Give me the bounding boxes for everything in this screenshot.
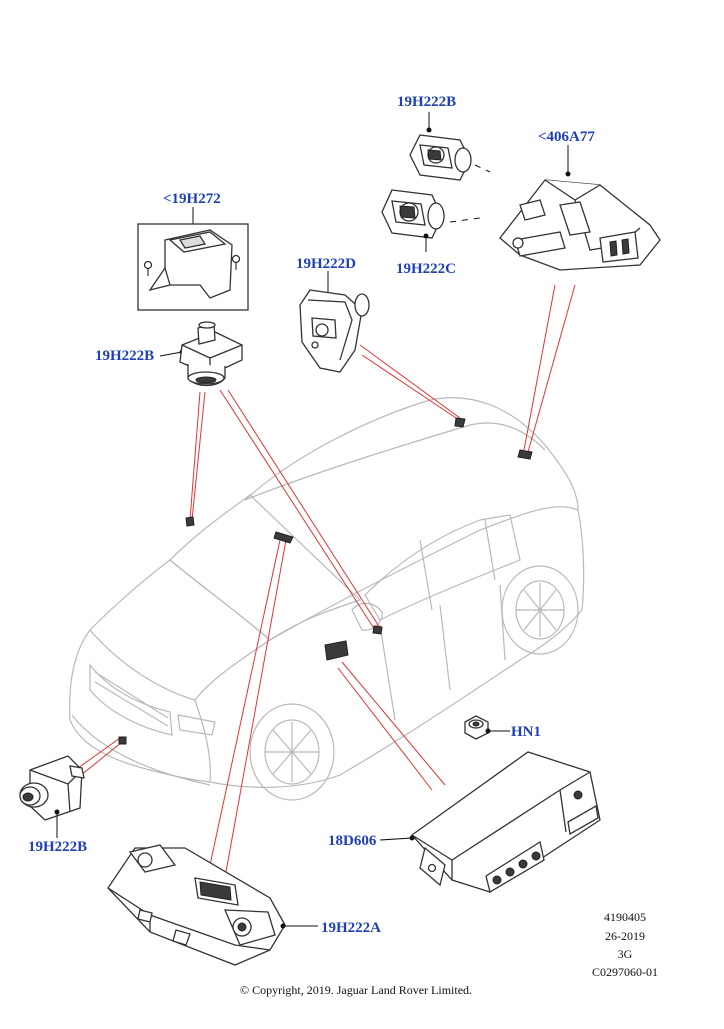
nut-part — [464, 715, 510, 740]
mirror-camera-part — [159, 321, 243, 387]
location-marker-fender — [324, 640, 349, 661]
drawing-code: C0297060-01 — [592, 965, 658, 979]
location-marker-door — [372, 625, 383, 635]
callout-tailgate-bracket: <406A77 — [538, 129, 595, 145]
illustration-number: 4190405 — [604, 910, 646, 924]
location-marker-windscreen — [273, 531, 294, 544]
location-marker-bumper — [118, 736, 127, 745]
top-camera-part — [409, 112, 491, 181]
vehicle-outline — [69, 397, 585, 801]
copyright-notice: © Copyright, 2019. Jaguar Land Rover Lim… — [239, 983, 473, 997]
callout-control-module: 18D606 — [328, 833, 377, 849]
callout-front-camera: 19H222B — [28, 839, 88, 855]
callout-windscreen-camera: 19H222A — [321, 920, 381, 936]
tailgate-bracket-part — [499, 145, 661, 271]
vehicle-location-markers — [118, 417, 533, 745]
location-leader-lines — [77, 284, 576, 873]
callout-mirror-camera: 19H222B — [95, 348, 155, 364]
callout-side-camera: 19H222D — [296, 256, 356, 272]
side-camera-part — [299, 271, 370, 373]
rear-camera-part — [381, 189, 481, 252]
location-marker-mirror — [185, 516, 195, 527]
front-camera-part — [19, 755, 85, 838]
windscreen-camera-part — [107, 844, 318, 966]
bracket-kit-part — [137, 207, 249, 311]
illustration-date: 26-2019 — [605, 929, 645, 943]
location-marker-roof — [454, 417, 466, 428]
callout-module-nut: HN1 — [511, 724, 541, 740]
callout-rear-camera: 19H222C — [396, 261, 456, 277]
control-module-part — [379, 751, 601, 894]
location-marker-tailgate — [517, 449, 533, 460]
callout-top-camera: 19H222B — [397, 94, 457, 110]
callout-bracket-kit: <19H272 — [163, 191, 221, 207]
illustration-revision: 3G — [617, 947, 633, 961]
